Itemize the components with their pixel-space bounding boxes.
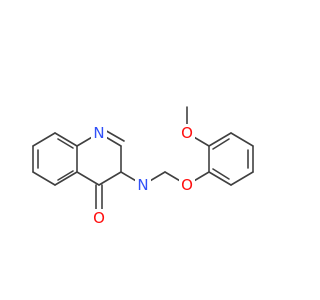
atom-label-oxygen: O — [93, 209, 105, 227]
atom-o-carbonyl: O — [91, 209, 107, 227]
atom-o-methoxy: O — [179, 124, 195, 142]
benzo-ring — [32, 132, 78, 186]
bond — [54, 171, 78, 186]
double-bond-inner — [212, 138, 230, 150]
bond — [208, 171, 232, 186]
double-bond-inner — [212, 168, 230, 180]
atom-label-oxygen: O — [181, 124, 193, 142]
bond — [32, 132, 56, 147]
bond — [76, 171, 100, 186]
atom-label-oxygen: O — [181, 176, 193, 194]
methoxyphenyl-ring — [186, 106, 254, 186]
double-bond-inner — [57, 138, 74, 149]
bond — [98, 171, 122, 186]
atom-n-top: N — [91, 124, 107, 142]
double-bond-inner — [57, 170, 74, 181]
bond — [230, 132, 254, 147]
ethyl-linker — [120, 171, 210, 186]
atom-o-ether: O — [179, 176, 195, 194]
atom-n-ring: N — [135, 176, 151, 194]
atom-label-nitrogen: N — [137, 176, 148, 194]
bond — [32, 171, 56, 186]
bond — [208, 132, 232, 147]
bond — [54, 132, 78, 147]
atom-label-nitrogen: N — [93, 124, 104, 142]
bond — [230, 171, 254, 186]
molecule-structure-diagram: N N O O O — [32, 106, 254, 227]
